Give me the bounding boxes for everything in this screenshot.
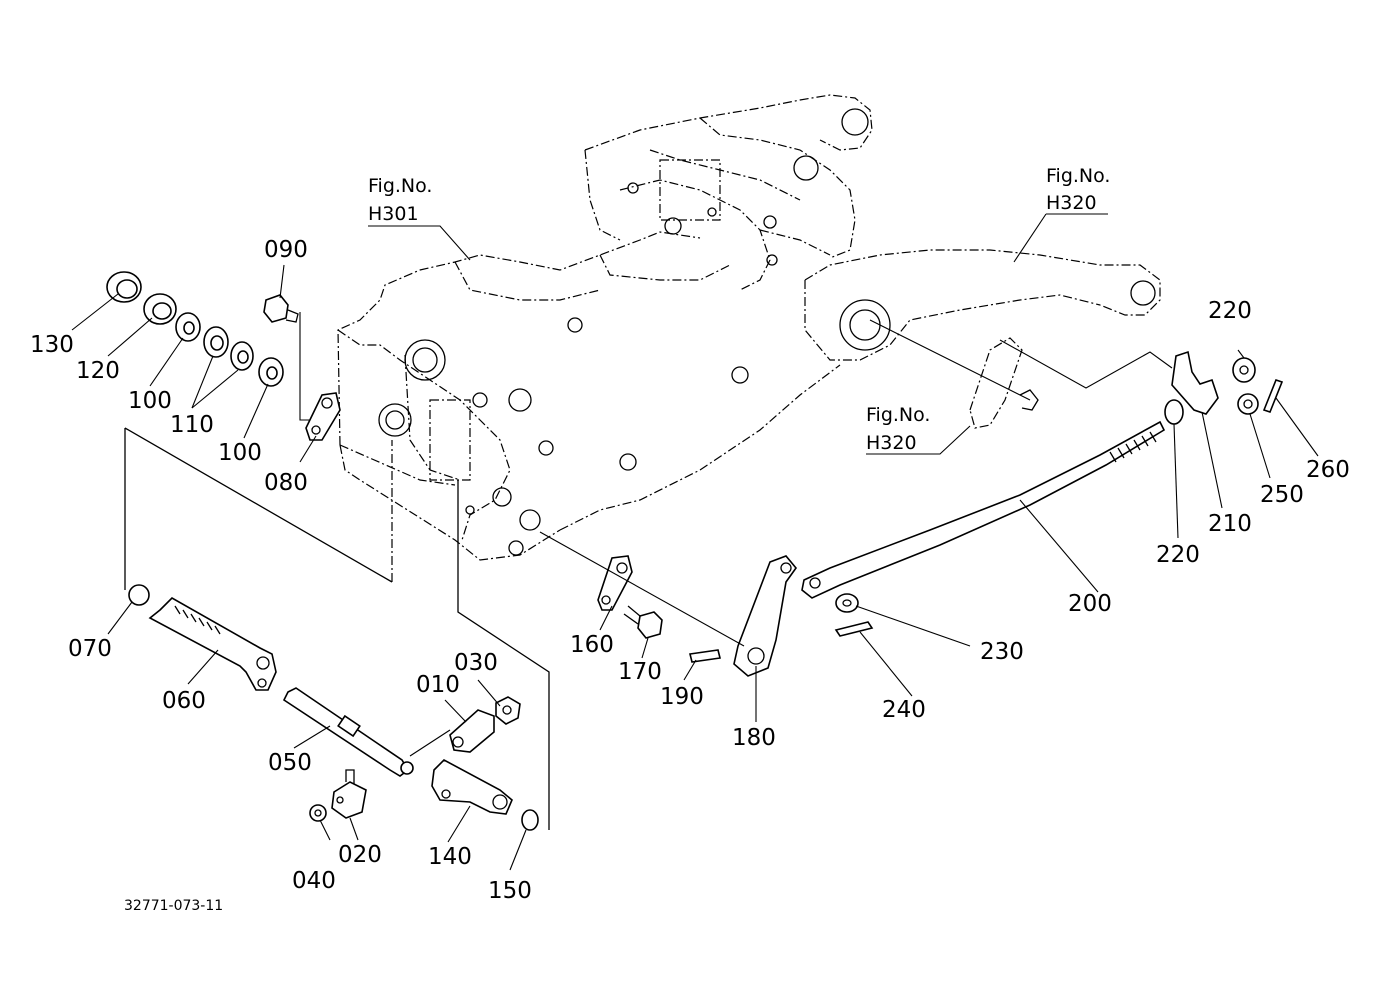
- part-label-240[interactable]: 240: [882, 697, 926, 723]
- figure-ref-number: H320: [1046, 192, 1097, 214]
- figure-ref-h320-top[interactable]: Fig.No. H320: [1046, 165, 1110, 214]
- assembly-bracket-lines: [124, 312, 550, 830]
- part-240-cotter-pin: [834, 621, 874, 637]
- figure-ref-h320-mid[interactable]: Fig.No. H320: [866, 404, 930, 454]
- part-label-090[interactable]: 090: [264, 237, 308, 263]
- part-label-050[interactable]: 050: [268, 750, 312, 776]
- part-130-nut: [106, 271, 142, 303]
- part-label-100[interactable]: 100: [218, 440, 262, 466]
- part-label-020[interactable]: 020: [338, 842, 382, 868]
- part-010-plug: [449, 709, 495, 753]
- part-label-150[interactable]: 150: [488, 878, 532, 904]
- part-label-210[interactable]: 210: [1208, 511, 1252, 537]
- part-220-washer-top: [1232, 357, 1256, 383]
- part-090-plug: [263, 294, 299, 323]
- diagram-reference-code: 32771-073-11: [124, 898, 223, 914]
- figure-ref-title: Fig.No.: [1046, 165, 1110, 187]
- part-label-100[interactable]: 100: [128, 388, 172, 414]
- part-080-plate: [305, 392, 341, 441]
- part-160-plate: [597, 555, 633, 611]
- part-label-200[interactable]: 200: [1068, 591, 1112, 617]
- part-label-110[interactable]: 110: [170, 412, 214, 438]
- part-label-190[interactable]: 190: [660, 684, 704, 710]
- bracket-h320: [969, 337, 1039, 429]
- part-label-140[interactable]: 140: [428, 844, 472, 870]
- part-120-collar: [143, 293, 177, 325]
- part-230-washer: [835, 593, 859, 613]
- hydraulic-housing: [337, 94, 1161, 561]
- part-label-230[interactable]: 230: [980, 639, 1024, 665]
- figure-ref-title: Fig.No.: [368, 175, 432, 197]
- part-label-130[interactable]: 130: [30, 332, 74, 358]
- part-label-030[interactable]: 030: [454, 650, 498, 676]
- part-label-120[interactable]: 120: [76, 358, 120, 384]
- part-210-bracket: [1171, 350, 1219, 415]
- part-020-block: [331, 769, 367, 819]
- part-label-220[interactable]: 220: [1156, 542, 1200, 568]
- part-label-220[interactable]: 220: [1208, 298, 1252, 324]
- figure-ref-title: Fig.No.: [866, 404, 930, 426]
- part-110-washer-b: [230, 341, 254, 371]
- part-070-o-ring: [128, 584, 150, 606]
- part-label-260[interactable]: 260: [1306, 457, 1350, 483]
- part-140-shaft: [431, 759, 513, 815]
- figure-ref-h301[interactable]: Fig.No. H301: [368, 175, 432, 225]
- part-150-o-ring: [521, 809, 539, 831]
- figure-ref-number: H301: [368, 203, 419, 225]
- part-220-washer-low: [1164, 399, 1184, 425]
- part-180-lever: [733, 555, 798, 677]
- part-050-rod: [282, 687, 414, 777]
- part-170-bolt: [623, 605, 663, 639]
- part-110-washer-a: [203, 326, 229, 358]
- part-200-rod: [801, 420, 1166, 599]
- part-100-washer-b: [258, 357, 284, 387]
- part-260-cotter-pin: [1262, 379, 1284, 413]
- part-label-080[interactable]: 080: [264, 470, 308, 496]
- figure-ref-number: H320: [866, 432, 917, 454]
- part-030-nut: [495, 696, 521, 725]
- part-label-250[interactable]: 250: [1260, 482, 1304, 508]
- part-100-washer-a: [175, 312, 201, 342]
- leader-lines: [71, 213, 1319, 871]
- part-060-shaft: [148, 597, 277, 691]
- part-label-180[interactable]: 180: [732, 725, 776, 751]
- part-label-060[interactable]: 060: [162, 688, 206, 714]
- part-label-040[interactable]: 040: [292, 868, 336, 894]
- part-number-labels: 130 120 100 110 100 090 080 070 060 050 …: [30, 237, 1350, 904]
- part-040-clip: [309, 804, 327, 822]
- part-250-washer: [1237, 393, 1259, 415]
- part-label-010[interactable]: 010: [416, 672, 460, 698]
- part-190-pin: [689, 649, 721, 663]
- part-label-160[interactable]: 160: [570, 632, 614, 658]
- part-label-070[interactable]: 070: [68, 636, 112, 662]
- part-label-170[interactable]: 170: [618, 659, 662, 685]
